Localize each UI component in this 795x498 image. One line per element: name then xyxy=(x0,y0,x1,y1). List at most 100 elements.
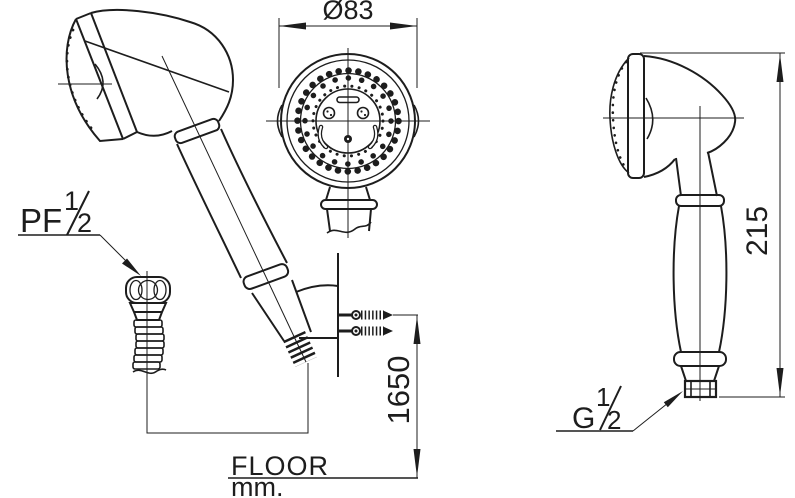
top-spray-slot xyxy=(336,96,360,104)
inlet-leader-arrow xyxy=(122,258,141,276)
neck-collar xyxy=(320,199,378,210)
inlet-fraction-slash xyxy=(66,190,90,236)
outer-rim-circle xyxy=(280,53,416,189)
outlet-thread-numerator: 1 xyxy=(596,382,610,412)
side-ear-arc xyxy=(94,63,104,100)
mount-height-arrow-top xyxy=(413,316,421,344)
inlet-thread-callout: PF 1 2 xyxy=(18,186,141,276)
height-dimension: 215 xyxy=(640,52,785,398)
bell-outline xyxy=(643,55,737,154)
left-face-screw-dot xyxy=(329,113,333,117)
neck-lower-edges xyxy=(326,208,372,232)
outlet-fraction-slash xyxy=(599,385,622,431)
screw-head-dot xyxy=(354,313,358,317)
outer-nozzle-dot-ring xyxy=(302,75,394,167)
height-arrow-top xyxy=(776,54,784,82)
height-arrow-bottom xyxy=(776,368,784,396)
right-face-screw xyxy=(356,106,370,120)
inlet-thread-prefix: PF xyxy=(20,202,62,239)
handle-thread-hatch xyxy=(283,330,317,368)
hose-routing-line xyxy=(146,271,309,434)
handle-right-edge xyxy=(718,205,728,353)
nut-left-lobe xyxy=(129,279,143,301)
screw-tip xyxy=(383,310,393,320)
bell-waist-line xyxy=(84,40,230,93)
handle-left-edge xyxy=(672,205,682,353)
neck-break-wave xyxy=(326,221,372,234)
spray-face-profile xyxy=(609,57,630,174)
left-face-screw-dot xyxy=(326,110,329,113)
mount-height-dimension-label: 1650 xyxy=(381,356,416,425)
screw-head xyxy=(351,310,361,320)
spray-face-view xyxy=(266,48,430,238)
handle-right-edge xyxy=(220,128,288,264)
nut-center-lobe xyxy=(137,279,159,301)
handle xyxy=(173,117,317,368)
inner-nozzle-dot-ring xyxy=(311,84,385,158)
faceplate-profile xyxy=(627,53,645,179)
handle-collar-lower xyxy=(673,351,727,367)
side-ear-arc xyxy=(645,97,654,140)
right-face-screw-dot xyxy=(360,110,363,113)
inlet-leader-line xyxy=(99,234,129,264)
handshower-head-tilted xyxy=(58,8,307,363)
screw-head xyxy=(351,326,361,336)
outlet-thread-callout: G 1 2 xyxy=(556,382,683,435)
neck-edges xyxy=(675,151,718,197)
diameter-dimension: Ø83 xyxy=(278,0,418,88)
assembly-view: PF 1 2 xyxy=(18,8,393,434)
bottom-center-nozzle-dot xyxy=(346,137,350,141)
handle-collar-upper xyxy=(675,194,725,207)
spray-face-nozzle-dots xyxy=(65,28,97,135)
flare-edges xyxy=(680,365,720,382)
outlet-leader-line xyxy=(632,402,669,432)
bell-outline xyxy=(90,8,235,122)
screw-tip xyxy=(383,326,393,336)
left-face-screw xyxy=(322,106,336,120)
handle-centerline xyxy=(161,55,307,363)
diameter-extension-lines xyxy=(278,18,418,88)
scallop-ring-bumps xyxy=(294,67,402,175)
bell-underside xyxy=(136,130,173,137)
center-plate-circle xyxy=(315,88,381,154)
handle-collar-upper xyxy=(173,117,221,145)
outlet-leader-arrow xyxy=(663,391,683,408)
hose-break-wave xyxy=(132,368,167,375)
mount-height-arrow-bottom xyxy=(413,449,421,477)
floor-label: FLOOR xyxy=(231,451,329,481)
outlet-thread-denominator: 2 xyxy=(607,405,621,435)
diameter-arrow-left xyxy=(279,22,306,30)
wall-bracket xyxy=(295,253,393,377)
right-face-screw-dot xyxy=(363,113,367,117)
outlet-thread-prefix: G xyxy=(572,402,595,435)
face-view-neck xyxy=(320,186,378,234)
side-view xyxy=(603,53,744,401)
diameter-dimension-label: Ø83 xyxy=(322,0,373,25)
faceplate-caps xyxy=(75,12,138,140)
height-extension-lines xyxy=(640,52,785,398)
nut-right-lobe xyxy=(153,279,167,301)
spray-nozzle-dots xyxy=(611,60,629,172)
units-label: mm. xyxy=(231,472,283,498)
mounting-screw-lower xyxy=(339,326,393,336)
handle-taper-edges xyxy=(251,279,312,342)
height-dimension-label: 215 xyxy=(741,206,774,256)
diameter-arrow-right xyxy=(390,22,417,30)
bottom-right-slot-inner xyxy=(369,126,378,148)
faceplate-inner-line xyxy=(90,12,138,133)
handle-left-edge xyxy=(176,143,242,279)
spray-face-profile xyxy=(65,18,124,143)
bottom-left-slot-inner xyxy=(318,126,327,148)
hose-ribs xyxy=(132,319,165,370)
bracket-top-curve xyxy=(295,284,339,293)
inlet-thread-numerator: 1 xyxy=(64,186,79,216)
inner-rim-circle xyxy=(286,59,410,183)
screw-head-dot xyxy=(354,329,358,333)
handle-collar-lower xyxy=(242,263,290,290)
faceplate-outer-line xyxy=(75,18,124,140)
mount-height-dimension: 1650 FLOOR mm. xyxy=(228,314,421,498)
drawing-root: PF 1 2 xyxy=(18,0,785,498)
